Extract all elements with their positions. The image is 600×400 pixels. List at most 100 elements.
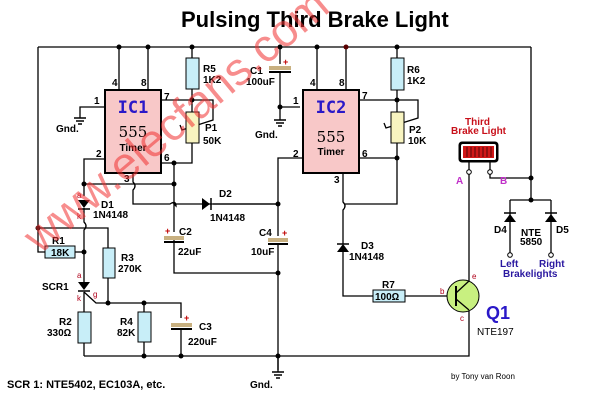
ic2-output-wire: [342, 173, 346, 244]
c1-ref: C1: [250, 66, 263, 77]
lamp-terminal-a-label: A: [456, 176, 463, 187]
author-credit: by Tony van Roon: [451, 372, 515, 381]
ground-icon: [274, 119, 286, 127]
junctions: [35, 44, 534, 359]
junction-dot: [141, 300, 147, 306]
c3-plus: +: [184, 313, 189, 323]
d1-triangle: [78, 200, 90, 208]
d3-ref: D3: [361, 241, 374, 252]
r3-body: [102, 247, 116, 279]
diode-pair-part-line2: 5850: [520, 237, 543, 248]
lamp-terminal-b-label: B: [500, 176, 507, 187]
r4-body: [137, 311, 152, 343]
left-brakelight-label: Left: [500, 259, 519, 270]
junction-dot: [314, 44, 320, 50]
junction-dot: [394, 44, 400, 50]
junction-dot: [343, 44, 349, 50]
capacitors: + C1 100uF + C2 22uF + C4 10uF + C3 220u…: [164, 57, 291, 348]
junction-dot: [189, 97, 195, 103]
c2-plus: +: [165, 226, 170, 236]
q1-collector-ground-bus: [84, 310, 470, 357]
scr1-ref: SCR1: [42, 282, 69, 293]
r1-value: 18K: [51, 248, 70, 259]
c1-value: 100uF: [246, 77, 275, 88]
lamp-label-line2: Brake Light: [451, 126, 507, 137]
d3-value: 1N4148: [349, 252, 384, 263]
c3-ref: C3: [199, 322, 212, 333]
c2-value: 22uF: [178, 247, 201, 258]
ic1-pin7-label: 7: [164, 92, 170, 103]
r5-body: [185, 57, 200, 90]
p1-ref: P1: [205, 123, 218, 134]
ic2-pin3-label: 3: [334, 175, 340, 186]
c4-value: 10uF: [251, 247, 274, 258]
ic1-ref: IC1: [118, 98, 149, 118]
ic2-sub: Timer: [317, 147, 344, 158]
scr1-cathode-label: k: [77, 294, 82, 303]
junction-dot: [528, 197, 534, 203]
r6-ref: R6: [407, 65, 420, 76]
d5-ref: D5: [556, 225, 569, 236]
r6-body: [390, 57, 405, 91]
junction-dot: [277, 104, 283, 110]
p2-body: [390, 111, 405, 144]
c2-ref: C2: [179, 227, 192, 238]
scr1-anode-label: a: [77, 271, 82, 280]
d2-ref: D2: [219, 189, 232, 200]
lamp-b-wire: [489, 173, 531, 179]
r7-body: [372, 289, 406, 303]
r2-ref: R2: [59, 317, 72, 328]
junction-dot: [275, 353, 281, 359]
junction-dot: [189, 44, 195, 50]
ic2-pin2-wire: [277, 157, 302, 204]
ic2-threshold-wire: [345, 158, 398, 205]
ic2-gnd-label: Gnd.: [255, 130, 278, 141]
grounds: Gnd. Gnd. Gnd.: [56, 117, 286, 391]
diode-pair-part-line1: NTE: [521, 228, 541, 239]
diodes: a k D1 1N4148 D2 1N4148 D3 1N4148 D4 D5 …: [77, 189, 569, 280]
r7-ref: R7: [382, 280, 395, 291]
d2-value: 1N4148: [210, 213, 245, 224]
ic1-sub: Timer: [119, 143, 146, 154]
junction-dot: [277, 44, 283, 50]
d4-ref: D4: [494, 225, 507, 236]
q1-collector-leg: [455, 298, 470, 311]
junction-dot: [275, 270, 281, 276]
r5-ref: R5: [203, 64, 216, 75]
ic2-pin1-label: 1: [293, 96, 299, 107]
d1-ref: D1: [101, 200, 114, 211]
c1-plus: +: [283, 57, 288, 67]
c4-plate-neg: [268, 243, 288, 245]
ic2-body: [302, 89, 360, 174]
r3-value: 270K: [118, 264, 143, 275]
lamp-segments: [466, 147, 492, 157]
junction-dot: [145, 44, 151, 50]
third-brake-light: Third Brake Light A B: [451, 117, 507, 187]
right-brakelight-terminal: [548, 252, 554, 258]
lamp-terminal-b: [487, 169, 493, 175]
ic2-pin6-label: 6: [362, 149, 368, 160]
d2-triangle: [202, 198, 210, 210]
p1-value: 50K: [203, 136, 222, 147]
scr1-triangle: [78, 282, 90, 290]
q1-collector-label: c: [460, 314, 464, 323]
p2-value: 10K: [408, 136, 427, 147]
junction-dot: [394, 97, 400, 103]
ic2: IC2 555 Timer 4 8 1 2 7 6 3: [293, 78, 368, 186]
r7-value: 100Ω: [375, 292, 400, 303]
r2-body: [77, 311, 92, 344]
r3-ref: R3: [121, 253, 134, 264]
r4-ref: R4: [120, 317, 133, 328]
r2-value: 330Ω: [47, 328, 72, 339]
r5-value: 1K2: [203, 75, 222, 86]
junction-dot: [81, 249, 87, 255]
ic1-gnd-label: Gnd.: [56, 124, 79, 135]
p1-wiper-wire: [179, 99, 214, 131]
resistors: R5 1K2 R6 1K2 R1 18K R3 270K R2 330Ω R4 …: [44, 57, 426, 344]
ic1-type: 555: [119, 123, 148, 141]
c2-plate-pos: [164, 236, 184, 240]
c3-value: 220uF: [188, 337, 217, 348]
ic1: IC1 555 Timer 4 8 1 2 7 6 3: [94, 78, 170, 185]
ic2-pin4-label: 4: [310, 78, 316, 89]
ic1-pin6-label: 6: [164, 153, 170, 164]
